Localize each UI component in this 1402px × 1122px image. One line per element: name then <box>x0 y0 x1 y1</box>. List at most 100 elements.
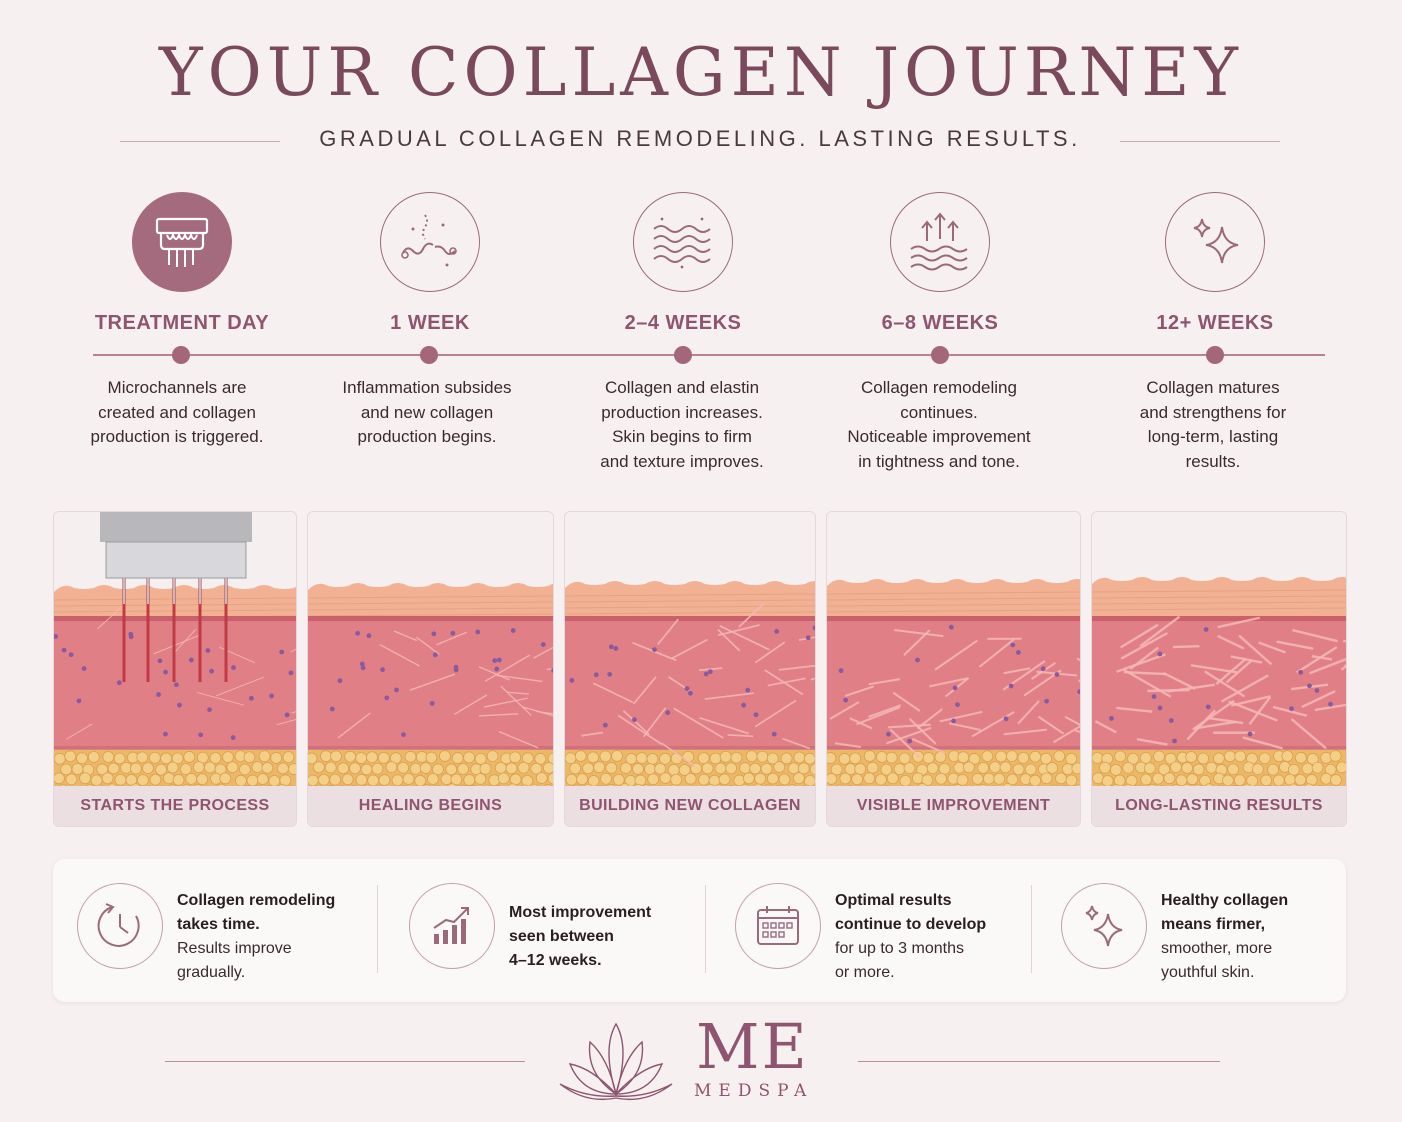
info-divider <box>705 885 706 973</box>
info-divider <box>377 885 378 973</box>
timeline-dot <box>1206 346 1224 364</box>
desc-line: and strengthens for <box>1139 402 1287 422</box>
stage-treatment-day: TREATMENT DAY <box>52 192 312 335</box>
info-line: youthful skin. <box>1161 964 1255 981</box>
info-divider <box>1031 885 1032 973</box>
panel-caption: STARTS THE PROCESS <box>54 786 296 826</box>
skin-cross-section-illustration <box>565 512 815 788</box>
stage-6-8-weeks: 6–8 WEEKS <box>810 192 1070 335</box>
microneedle-device-icon <box>132 192 232 292</box>
panel-caption: HEALING BEGINS <box>308 786 553 826</box>
info-item-improvement: Most improvement seen between 4–12 weeks… <box>409 883 709 983</box>
skin-panel-building: BUILDING NEW COLLAGEN <box>564 511 816 827</box>
desc-line: Collagen remodeling <box>861 378 1017 397</box>
desc-line: Collagen and elastin <box>604 378 760 397</box>
timeline-dot <box>674 346 692 364</box>
desc-line: Noticeable improvement <box>847 427 1031 446</box>
panel-caption: VISIBLE IMPROVEMENT <box>827 786 1080 826</box>
info-line: smoother, more <box>1161 940 1273 957</box>
skin-cross-section-illustration <box>1092 512 1346 788</box>
brand-sub-text: MEDSPA <box>694 1081 814 1101</box>
stage-label: 1 WEEK <box>390 312 470 334</box>
stage-label: 6–8 WEEKS <box>881 312 999 334</box>
info-bold-line: Optimal results <box>835 892 952 909</box>
wavy-fibers-icon <box>633 192 733 292</box>
stage-description: Inflammation subsides and new collagen p… <box>297 376 557 450</box>
desc-line: Skin begins to firm <box>612 427 752 446</box>
timeline-dot <box>931 346 949 364</box>
calendar-icon <box>735 883 821 969</box>
desc-line: created and collagen <box>98 402 256 422</box>
subtitle-rule-right <box>1120 141 1280 142</box>
stage-description: Collagen matures and strengthens for lon… <box>1083 376 1343 474</box>
panel-caption: BUILDING NEW COLLAGEN <box>565 786 815 826</box>
growth-chart-icon <box>409 883 495 969</box>
desc-line: Inflammation subsides <box>342 378 512 397</box>
timeline-line <box>93 354 1325 356</box>
info-line: Results improve <box>177 940 292 957</box>
stage-12-weeks: 12+ WEEKS <box>1085 192 1345 335</box>
desc-line: and texture improves. <box>600 451 764 471</box>
info-bold-line: means firmer, <box>1161 916 1266 933</box>
stage-description: Collagen and elastin production increase… <box>552 376 812 474</box>
stage-description: Microchannels are created and collagen p… <box>47 376 307 450</box>
skin-panel-long-lasting: LONG-LASTING RESULTS <box>1091 511 1347 827</box>
lotus-logo-icon <box>559 1022 673 1101</box>
info-item-time: Collagen remodeling takes time. Results … <box>77 883 377 983</box>
desc-line: and new collagen <box>360 402 494 422</box>
sparkle-icon <box>1061 883 1147 969</box>
panel-caption: LONG-LASTING RESULTS <box>1092 786 1346 826</box>
info-bold-line: continue to develop <box>835 916 987 933</box>
info-line: gradually. <box>177 964 246 981</box>
info-bold-line: 4–12 weeks. <box>509 952 602 969</box>
sparkle-icon <box>1165 192 1265 292</box>
info-line: for up to 3 months <box>835 940 964 957</box>
info-bar: Collagen remodeling takes time. Results … <box>53 859 1346 1002</box>
stage-2-4-weeks: 2–4 WEEKS <box>553 192 813 335</box>
desc-line: Microchannels are <box>107 378 247 397</box>
skin-cross-section-illustration <box>54 512 296 788</box>
stage-1-week: 1 WEEK <box>300 192 560 335</box>
info-text: Healthy collagen means firmer, smoother,… <box>1161 889 1361 985</box>
desc-line: continues. <box>900 402 978 422</box>
info-item-healthy: Healthy collagen means firmer, smoother,… <box>1061 883 1341 983</box>
subtitle-rule-left <box>120 141 280 142</box>
stage-label: TREATMENT DAY <box>94 312 270 334</box>
page-title: YOUR COLLAGEN JOURNEY <box>159 34 1243 111</box>
clock-icon <box>77 883 163 969</box>
info-bold-line: Collagen remodeling <box>177 892 336 909</box>
page-subtitle: GRADUAL COLLAGEN REMODELING. LASTING RES… <box>319 126 1081 151</box>
skin-panel-healing: HEALING BEGINS <box>307 511 554 827</box>
desc-line: production is triggered. <box>90 427 264 446</box>
info-text: Optimal results continue to develop for … <box>835 889 1035 985</box>
info-bold-line: takes time. <box>177 916 260 933</box>
footer-rule-right <box>858 1061 1220 1062</box>
info-text: Most improvement seen between 4–12 weeks… <box>509 901 709 973</box>
info-bold-line: seen between <box>509 928 614 945</box>
info-bold-line: Most improvement <box>509 904 652 921</box>
footer-rule-left <box>165 1061 525 1062</box>
info-text: Collagen remodeling takes time. Results … <box>177 889 377 985</box>
brand-logo-text: ME <box>696 1010 809 1083</box>
timeline-dot <box>420 346 438 364</box>
healing-strands-icon <box>380 192 480 292</box>
stage-description: Collagen remodeling continues. Noticeabl… <box>809 376 1069 474</box>
desc-line: long-term, lasting <box>1147 427 1279 446</box>
info-item-optimal: Optimal results continue to develop for … <box>735 883 1035 983</box>
skin-panel-visible: VISIBLE IMPROVEMENT <box>826 511 1081 827</box>
subtitle-row: GRADUAL COLLAGEN REMODELING. LASTING RES… <box>120 124 1280 158</box>
desc-line: in tightness and tone. <box>858 451 1020 471</box>
desc-line: results. <box>1185 451 1241 471</box>
desc-line: production increases. <box>601 402 763 422</box>
lift-arrows-icon <box>890 192 990 292</box>
desc-line: production begins. <box>357 427 497 446</box>
stage-label: 2–4 WEEKS <box>624 312 742 334</box>
timeline-dot <box>172 346 190 364</box>
skin-panel-starts: STARTS THE PROCESS <box>53 511 297 827</box>
skin-cross-section-illustration <box>827 512 1080 788</box>
skin-cross-section-illustration <box>308 512 553 788</box>
info-line: or more. <box>835 964 895 981</box>
info-bold-line: Healthy collagen <box>1161 892 1289 909</box>
stage-label: 12+ WEEKS <box>1156 312 1274 334</box>
desc-line: Collagen matures <box>1146 378 1280 397</box>
